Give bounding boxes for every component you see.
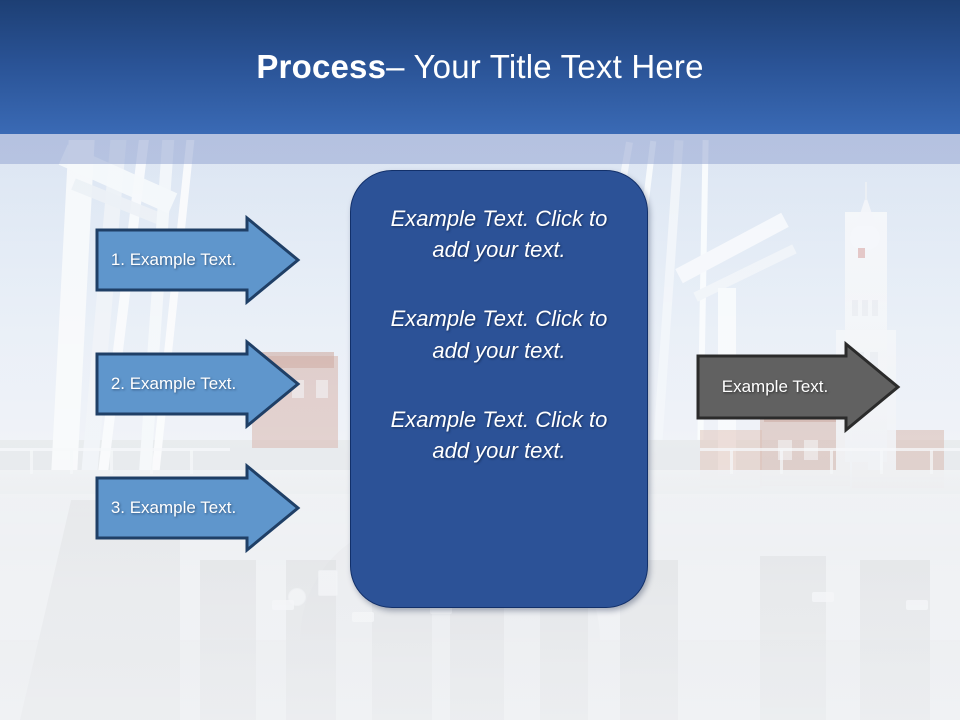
title-underband <box>0 134 960 164</box>
arrow-shape-icon <box>95 214 301 306</box>
process-step-arrow-1-label: 1. Example Text. <box>110 250 237 269</box>
spacer <box>351 265 647 303</box>
result-arrow[interactable]: Example Text. <box>696 340 901 434</box>
page-title: Process – Your Title Text Here <box>0 0 960 134</box>
arrow-shape-icon <box>696 340 901 434</box>
title-bar <box>0 0 960 134</box>
center-text-block-1: Example Text. Click to add your text. <box>390 206 608 263</box>
arrow-shape-icon <box>95 462 301 554</box>
center-text-block-3: Example Text. Click to add your text. <box>390 406 608 464</box>
center-content-box[interactable]: Example Text. Click to add your text. Ex… <box>350 170 648 608</box>
process-step-arrow-1[interactable]: 1. Example Text. <box>95 214 301 306</box>
process-step-arrow-3-label: 3. Example Text. <box>110 498 237 517</box>
result-arrow-label: Example Text. <box>721 377 829 396</box>
process-step-arrow-2-label: 2. Example Text. <box>110 374 237 393</box>
page-title-rest: – Your Title Text Here <box>386 48 704 85</box>
page-title-bold: Process <box>256 48 387 85</box>
spacer <box>351 366 647 404</box>
center-text-block-2: Example Text. Click to add your text. <box>390 306 608 363</box>
process-step-arrow-3[interactable]: 3. Example Text. <box>95 462 301 554</box>
arrow-shape-icon <box>95 338 301 430</box>
process-step-arrow-2[interactable]: 2. Example Text. <box>95 338 301 430</box>
